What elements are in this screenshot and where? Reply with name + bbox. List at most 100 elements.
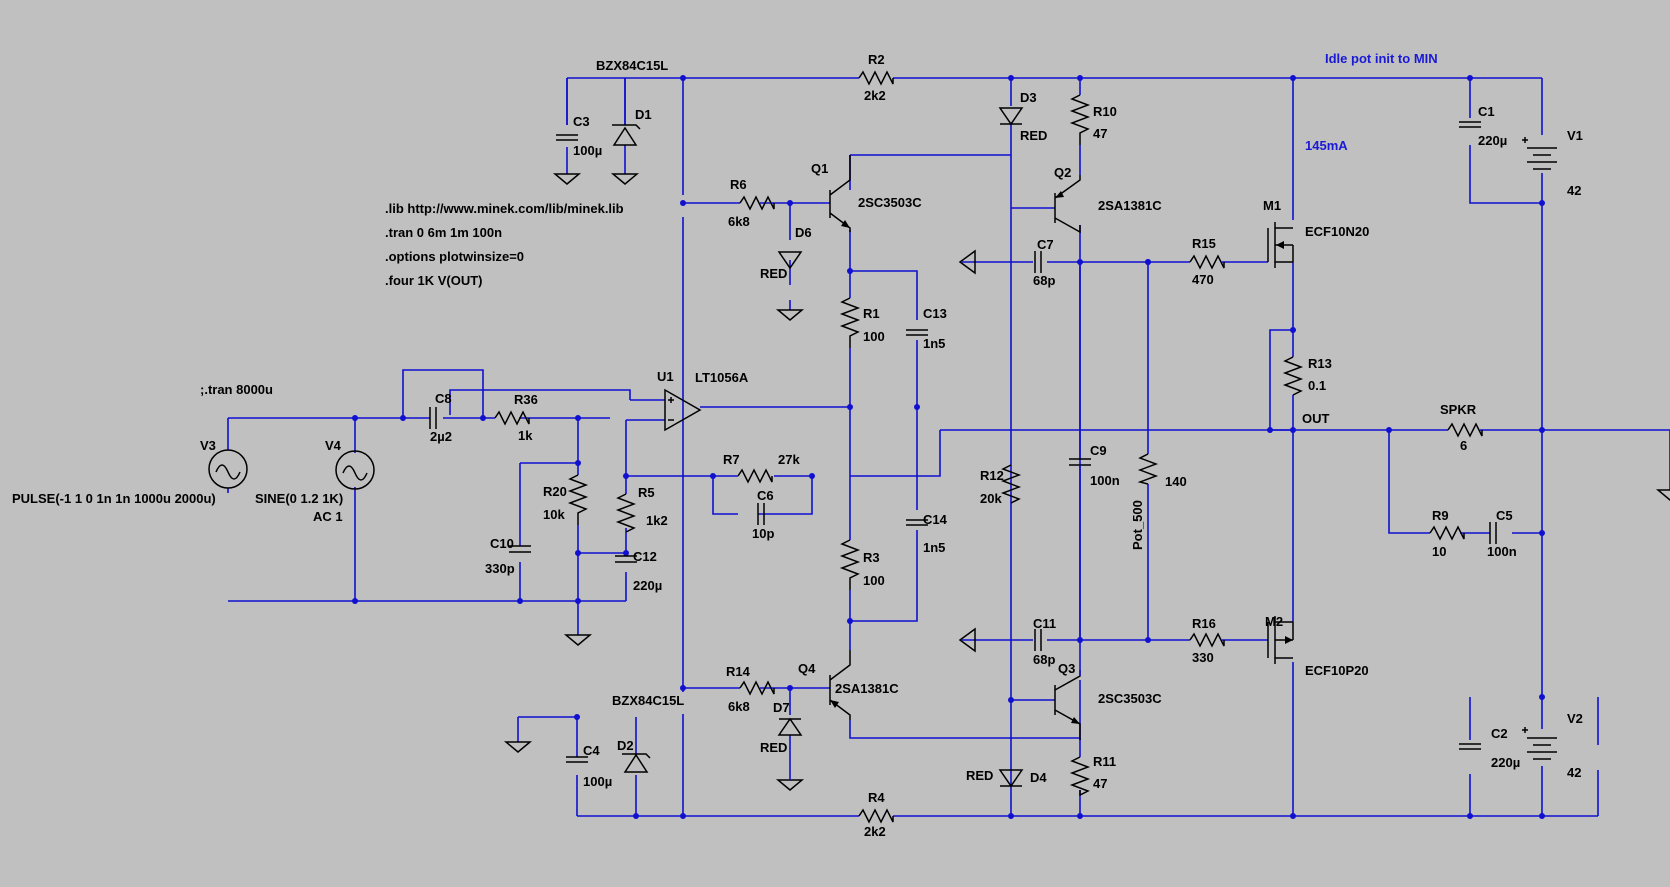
resistor-r14[interactable] bbox=[739, 680, 775, 696]
svg-text:2k2: 2k2 bbox=[864, 88, 886, 103]
ground-c11 bbox=[958, 627, 976, 653]
mosfet-m2[interactable] bbox=[1267, 616, 1294, 664]
svg-text:2µ2: 2µ2 bbox=[430, 429, 452, 444]
svg-text:LT1056A: LT1056A bbox=[695, 370, 749, 385]
svg-text:2SA1381C: 2SA1381C bbox=[835, 681, 899, 696]
resistor-r20[interactable] bbox=[567, 474, 589, 525]
svg-text:R36: R36 bbox=[514, 392, 538, 407]
resistor-r5[interactable] bbox=[615, 493, 637, 533]
resistor-r12[interactable] bbox=[1000, 464, 1022, 504]
transistor-q4[interactable] bbox=[829, 650, 851, 720]
resistor-r15[interactable] bbox=[1189, 254, 1225, 270]
resistor-r9[interactable] bbox=[1429, 525, 1465, 541]
svg-text:SPKR: SPKR bbox=[1440, 402, 1477, 417]
source-v4[interactable] bbox=[335, 450, 375, 490]
diode-d6[interactable] bbox=[777, 251, 803, 270]
svg-text:;.tran 8000u: ;.tran 8000u bbox=[200, 382, 273, 397]
resistor-r11[interactable] bbox=[1069, 756, 1091, 797]
svg-text:ECF10P20: ECF10P20 bbox=[1305, 663, 1369, 678]
svg-text:R16: R16 bbox=[1192, 616, 1216, 631]
svg-text:470: 470 bbox=[1192, 272, 1214, 287]
svg-text:AC 1: AC 1 bbox=[313, 509, 343, 524]
svg-text:27k: 27k bbox=[778, 452, 800, 467]
capacitor-c1[interactable] bbox=[1459, 121, 1481, 128]
svg-text:PULSE(-1 1 0 1n 1n 1000u 2000u: PULSE(-1 1 0 1n 1n 1000u 2000u) bbox=[12, 491, 216, 506]
svg-text:330p: 330p bbox=[485, 561, 515, 576]
svg-text:R13: R13 bbox=[1308, 356, 1332, 371]
resistor-r13[interactable] bbox=[1282, 356, 1304, 396]
svg-text:RED: RED bbox=[760, 266, 787, 281]
capacitor-c6[interactable] bbox=[757, 503, 765, 525]
svg-text:R15: R15 bbox=[1192, 236, 1216, 251]
svg-text:Q4: Q4 bbox=[798, 661, 816, 676]
resistor-r7[interactable] bbox=[737, 468, 773, 484]
svg-text:220µ: 220µ bbox=[633, 578, 662, 593]
resistor-r1[interactable] bbox=[839, 297, 861, 348]
battery-v2[interactable] bbox=[1522, 727, 1557, 760]
diode-d2[interactable] bbox=[622, 753, 651, 773]
resistor-spkr[interactable] bbox=[1447, 422, 1483, 438]
diode-d7[interactable] bbox=[777, 717, 803, 736]
resistor-r4[interactable] bbox=[858, 808, 894, 824]
svg-text:V3: V3 bbox=[200, 438, 216, 453]
resistor-r36[interactable] bbox=[494, 410, 530, 426]
svg-text:220µ: 220µ bbox=[1491, 755, 1520, 770]
source-v3[interactable] bbox=[208, 449, 248, 489]
mosfet-m1[interactable] bbox=[1267, 222, 1294, 268]
capacitor-c14[interactable] bbox=[906, 519, 928, 526]
svg-text:C14: C14 bbox=[923, 512, 948, 527]
transistor-q1[interactable] bbox=[829, 155, 851, 232]
diode-d3[interactable] bbox=[998, 107, 1024, 126]
resistor-r16[interactable] bbox=[1189, 632, 1225, 648]
svg-text:6k8: 6k8 bbox=[728, 699, 750, 714]
svg-text:1k: 1k bbox=[518, 428, 533, 443]
resistor-r3[interactable] bbox=[839, 539, 861, 590]
capacitor-c8[interactable] bbox=[429, 407, 437, 429]
svg-text:0.1: 0.1 bbox=[1308, 378, 1326, 393]
transistor-q2[interactable] bbox=[1054, 175, 1081, 234]
spice-directives[interactable]: .lib http://www.minek.com/lib/minek.lib … bbox=[385, 201, 624, 288]
diode-d1[interactable] bbox=[612, 124, 641, 146]
svg-text:R5: R5 bbox=[638, 485, 655, 500]
svg-text:140: 140 bbox=[1165, 474, 1187, 489]
svg-text:100µ: 100µ bbox=[583, 774, 612, 789]
capacitor-c3[interactable] bbox=[556, 134, 578, 141]
capacitor-c4[interactable] bbox=[566, 756, 588, 763]
resistor-r6[interactable] bbox=[739, 195, 775, 211]
ground-d7 bbox=[775, 779, 805, 791]
svg-text:1n5: 1n5 bbox=[923, 336, 945, 351]
svg-text:10: 10 bbox=[1432, 544, 1446, 559]
ground-spkr bbox=[1655, 489, 1670, 501]
svg-text:V4: V4 bbox=[325, 438, 342, 453]
capacitor-c7[interactable] bbox=[1034, 251, 1042, 273]
svg-text:47: 47 bbox=[1093, 126, 1107, 141]
svg-text:1n5: 1n5 bbox=[923, 540, 945, 555]
transistor-q3[interactable] bbox=[1054, 670, 1081, 740]
svg-text:RED: RED bbox=[966, 768, 993, 783]
svg-text:6k8: 6k8 bbox=[728, 214, 750, 229]
opamp-u1[interactable] bbox=[664, 388, 702, 432]
capacitor-c10[interactable] bbox=[509, 545, 531, 553]
directive-lib: .lib http://www.minek.com/lib/minek.lib bbox=[385, 201, 624, 216]
svg-text:C6: C6 bbox=[757, 488, 774, 503]
svg-text:R3: R3 bbox=[863, 550, 880, 565]
svg-text:68p: 68p bbox=[1033, 273, 1055, 288]
svg-text:V2: V2 bbox=[1567, 711, 1583, 726]
svg-text:C2: C2 bbox=[1491, 726, 1508, 741]
capacitor-c5[interactable] bbox=[1489, 522, 1497, 544]
resistor-r10[interactable] bbox=[1069, 94, 1091, 145]
svg-text:68p: 68p bbox=[1033, 652, 1055, 667]
svg-text:C7: C7 bbox=[1037, 237, 1054, 252]
diode-d4[interactable] bbox=[998, 769, 1024, 788]
potentiometer-pot500[interactable] bbox=[1137, 453, 1159, 485]
resistor-r2[interactable] bbox=[858, 70, 894, 86]
capacitor-c12[interactable] bbox=[615, 555, 637, 563]
capacitor-c13[interactable] bbox=[906, 329, 928, 336]
battery-v1[interactable] bbox=[1522, 137, 1557, 170]
svg-text:R20: R20 bbox=[543, 484, 567, 499]
svg-text:330: 330 bbox=[1192, 650, 1214, 665]
svg-text:M2: M2 bbox=[1265, 614, 1283, 629]
capacitor-c2[interactable] bbox=[1459, 743, 1481, 750]
capacitor-c11[interactable] bbox=[1034, 629, 1042, 651]
